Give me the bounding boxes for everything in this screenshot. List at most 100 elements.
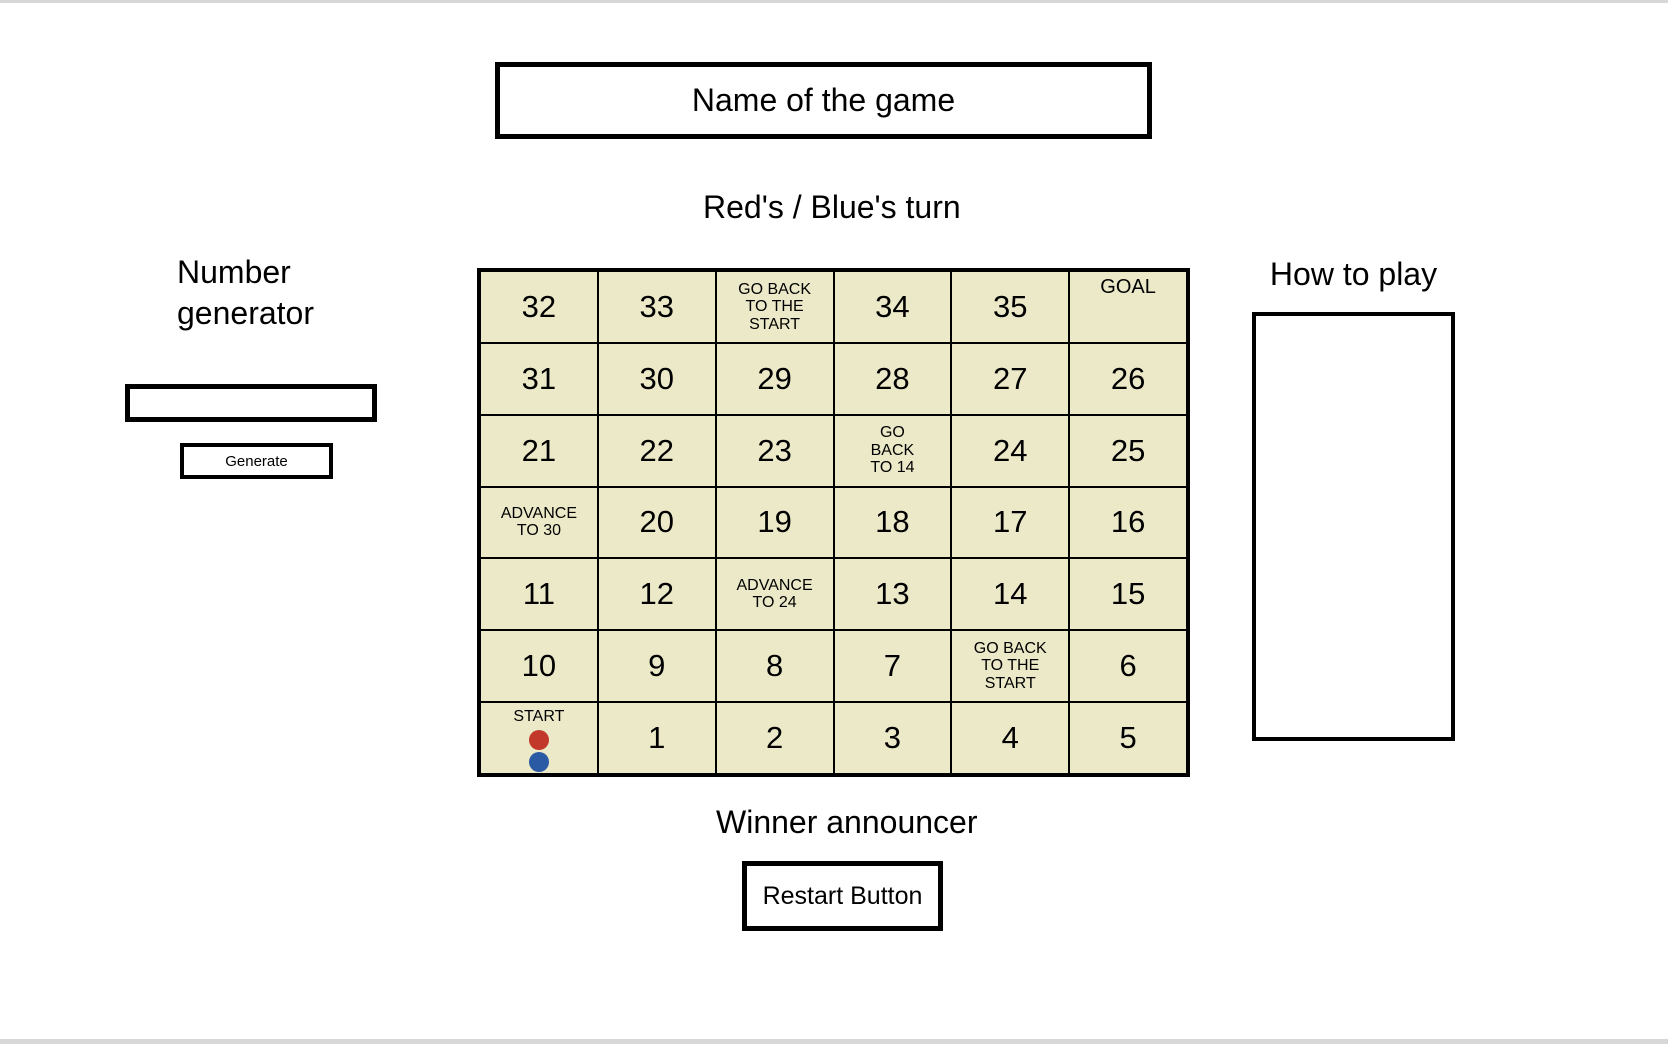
board-cell-22: 22 xyxy=(597,414,716,487)
cell-label: GO BACK TO THE START xyxy=(973,639,1047,692)
cell-label: 2 xyxy=(765,720,784,756)
board-cell-31: 31 xyxy=(480,342,598,415)
cell-label: 10 xyxy=(521,648,557,684)
board-cell-33: 33 xyxy=(597,271,716,343)
board-cell-20: 20 xyxy=(597,486,716,559)
board-cell-18: 18 xyxy=(833,486,952,559)
board-cell-13: 13 xyxy=(833,558,952,631)
board-cell-3: 3 xyxy=(833,702,952,774)
restart-button[interactable]: Restart Button xyxy=(742,861,943,931)
cell-label: 35 xyxy=(993,288,1028,324)
red-piece-icon xyxy=(528,730,549,751)
special-cell: GO BACK TO THE START xyxy=(951,630,1070,703)
cell-label: 34 xyxy=(875,288,910,324)
cell-label: GO BACK TO 14 xyxy=(870,424,915,477)
cell-label: 21 xyxy=(521,432,557,468)
cell-label: 25 xyxy=(1110,432,1146,468)
goal-cell: GOAL xyxy=(1069,271,1187,343)
turn-indicator: Red's / Blue's turn xyxy=(703,189,961,225)
cell-label: 31 xyxy=(521,360,557,396)
board-cell-26: 26 xyxy=(1069,342,1187,415)
cell-label: ADVANCE TO 24 xyxy=(736,576,813,612)
generated-number-display xyxy=(125,384,377,422)
winner-announcer: Winner announcer xyxy=(716,804,978,840)
cell-label: 29 xyxy=(757,360,792,396)
cell-label: 12 xyxy=(639,576,674,612)
slide-edge-bottom xyxy=(0,1039,1668,1044)
cell-label: 6 xyxy=(1119,648,1137,684)
cell-label: 11 xyxy=(522,576,555,612)
board-cell-2: 2 xyxy=(715,702,834,774)
cell-label: 9 xyxy=(648,648,666,684)
cell-label: 26 xyxy=(1110,360,1146,396)
board-cell-32: 32 xyxy=(480,271,598,343)
board-cell-25: 25 xyxy=(1069,414,1187,487)
cell-label: 7 xyxy=(883,648,902,684)
board-cell-8: 8 xyxy=(715,630,834,703)
board-cell-28: 28 xyxy=(833,342,952,415)
how-to-play-label: How to play xyxy=(1269,256,1438,292)
special-cell: ADVANCE TO 30 xyxy=(480,486,598,559)
board-cell-34: 34 xyxy=(833,271,952,343)
generate-button[interactable]: Generate xyxy=(180,443,333,479)
board-cell-11: 11 xyxy=(480,558,598,631)
generate-button-label: Generate xyxy=(225,452,288,470)
cell-label: 24 xyxy=(993,432,1028,468)
cell-label: 17 xyxy=(993,504,1028,540)
cell-label: 20 xyxy=(639,504,674,540)
cell-label: 23 xyxy=(757,432,792,468)
cell-label: 16 xyxy=(1110,504,1146,540)
cell-label: 1 xyxy=(648,720,666,756)
board-cell-24: 24 xyxy=(951,414,1070,487)
cell-label: 33 xyxy=(639,288,674,324)
cell-label: GO BACK TO THE START xyxy=(738,280,812,333)
board-cell-5: 5 xyxy=(1069,702,1187,774)
board-cell-30: 30 xyxy=(597,342,716,415)
board-cell-7: 7 xyxy=(833,630,952,703)
cell-label: 30 xyxy=(639,360,674,396)
start-cell: START xyxy=(480,702,598,774)
cell-label: 18 xyxy=(875,504,910,540)
blue-piece-icon xyxy=(528,752,549,773)
cell-label: 19 xyxy=(757,504,792,540)
board-cell-6: 6 xyxy=(1069,630,1187,703)
restart-button-label: Restart Button xyxy=(762,881,923,910)
cell-label: 32 xyxy=(521,288,557,324)
slide-edge-top xyxy=(0,0,1668,3)
board-cell-9: 9 xyxy=(597,630,716,703)
cell-label: ADVANCE TO 30 xyxy=(500,504,577,540)
board-cell-27: 27 xyxy=(951,342,1070,415)
board-cell-14: 14 xyxy=(951,558,1070,631)
cell-label: 4 xyxy=(1001,720,1019,756)
cell-label: 3 xyxy=(883,720,902,756)
cell-label: 27 xyxy=(993,360,1028,396)
board-cell-29: 29 xyxy=(715,342,834,415)
board-cell-4: 4 xyxy=(951,702,1070,774)
number-generator-label: Number generator xyxy=(177,254,314,331)
cell-label: 15 xyxy=(1110,576,1146,612)
board-cell-16: 16 xyxy=(1069,486,1187,559)
game-title-box: Name of the game xyxy=(495,62,1152,139)
board-cell-35: 35 xyxy=(951,271,1070,343)
special-cell: GO BACK TO 14 xyxy=(833,414,952,487)
cell-label: 22 xyxy=(639,432,674,468)
board-cell-1: 1 xyxy=(597,702,716,774)
cell-label: GOAL xyxy=(1100,276,1156,298)
game-title: Name of the game xyxy=(691,82,956,118)
cell-label: 28 xyxy=(875,360,910,396)
cell-label: 5 xyxy=(1119,720,1137,756)
board-cell-15: 15 xyxy=(1069,558,1187,631)
special-cell: GO BACK TO THE START xyxy=(715,271,834,343)
cell-label: START xyxy=(513,708,565,726)
board-cell-23: 23 xyxy=(715,414,834,487)
cell-label: 8 xyxy=(765,648,784,684)
board-cell-21: 21 xyxy=(480,414,598,487)
cell-label: 14 xyxy=(993,576,1028,612)
cell-label: 13 xyxy=(875,576,910,612)
board-cell-12: 12 xyxy=(597,558,716,631)
board-cell-17: 17 xyxy=(951,486,1070,559)
board-cell-19: 19 xyxy=(715,486,834,559)
special-cell: ADVANCE TO 24 xyxy=(715,558,834,631)
